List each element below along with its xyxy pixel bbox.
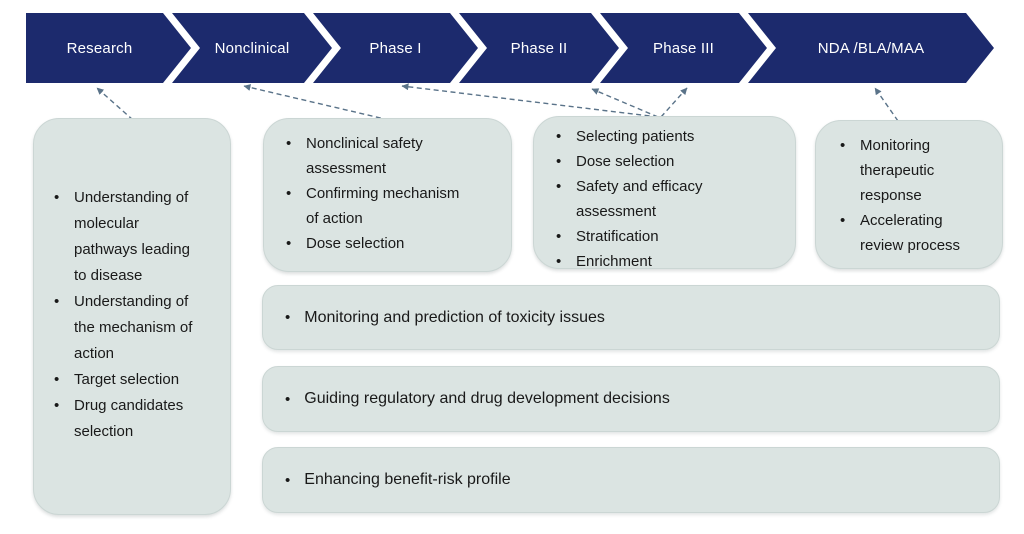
arrow-phase23box-to-phase3: [660, 87, 688, 118]
list-item: Understanding of the mechanism of action: [50, 289, 204, 367]
stage-phase-1: Phase I: [313, 13, 478, 83]
research-activities-list: Understanding of molecular pathways lead…: [34, 119, 230, 445]
research-activities-box: Understanding of molecular pathways lead…: [33, 118, 231, 515]
stage-nonclinical-label: Nonclinical: [214, 39, 290, 57]
benefit-risk-bar-label: Enhancing benefit-risk profile: [304, 471, 511, 488]
list-item: Understanding of molecular pathways lead…: [50, 185, 204, 289]
stage-nda-bla-maa: NDA /BLA/MAA: [748, 13, 994, 83]
stage-phase-2: Phase II: [459, 13, 619, 83]
regulatory-guidance-bar-label: Guiding regulatory and drug development …: [304, 390, 670, 407]
stage-nonclinical: Nonclinical: [172, 13, 332, 83]
list-item: Dose selection: [552, 149, 785, 174]
phase2-phase3-activities-list: Selecting patients Dose selection Safety…: [534, 117, 795, 274]
list-item: Dose selection: [282, 231, 463, 256]
list-item: Confirming mechanism of action: [282, 181, 463, 231]
stage-research-label: Research: [66, 39, 133, 57]
toxicity-monitoring-bar: • Monitoring and prediction of toxicity …: [262, 285, 1000, 350]
list-item: Drug candidates selection: [50, 393, 204, 445]
arrow-nonclinicalbox-to-nonclinical: [243, 84, 390, 121]
bullet-dot: •: [285, 390, 291, 408]
arrow-researchbox-to-research: [96, 87, 134, 121]
nda-activities-box: Monitoring therapeutic response Accelera…: [815, 120, 1003, 269]
list-item: Nonclinical safety assessment: [282, 131, 463, 181]
toxicity-monitoring-bar-label: Monitoring and prediction of toxicity is…: [304, 308, 605, 326]
list-item: Stratification: [552, 224, 785, 249]
list-item: Enrichment: [552, 249, 785, 274]
benefit-risk-bar: • Enhancing benefit-risk profile: [262, 447, 1000, 513]
bullet-dot: •: [285, 309, 291, 326]
bullet-dot: •: [285, 471, 291, 489]
list-item: Monitoring therapeutic response: [836, 133, 988, 208]
list-item: Accelerating review process: [836, 208, 988, 258]
list-item: Selecting patients: [552, 124, 785, 149]
nonclinical-phase1-activities-list: Nonclinical safety assessment Confirming…: [264, 119, 511, 256]
phase2-phase3-activities-box: Selecting patients Dose selection Safety…: [533, 116, 796, 274]
stage-phase-3: Phase III: [600, 13, 767, 83]
stage-phase-2-label: Phase II: [510, 39, 568, 57]
stage-research: Research: [26, 13, 191, 83]
pipeline-stage-band: Research Nonclinical Phase I Phase II Ph…: [26, 13, 994, 83]
stage-nda-bla-maa-label: NDA /BLA/MAA: [817, 39, 925, 57]
arrow-phase23box-to-phase2: [591, 88, 659, 118]
list-item: Safety and efficacy assessment: [552, 174, 785, 224]
stage-phase-3-label: Phase III: [652, 39, 714, 57]
nda-activities-list: Monitoring therapeutic response Accelera…: [816, 121, 1002, 258]
list-item: Target selection: [50, 367, 204, 393]
nonclinical-phase1-activities-box: Nonclinical safety assessment Confirming…: [263, 118, 512, 272]
arrow-ndabox-to-nda: [874, 87, 899, 122]
regulatory-guidance-bar: • Guiding regulatory and drug developmen…: [262, 366, 1000, 432]
stage-phase-1-label: Phase I: [369, 39, 422, 57]
arrow-phase23box-to-phase1: [401, 83, 659, 118]
